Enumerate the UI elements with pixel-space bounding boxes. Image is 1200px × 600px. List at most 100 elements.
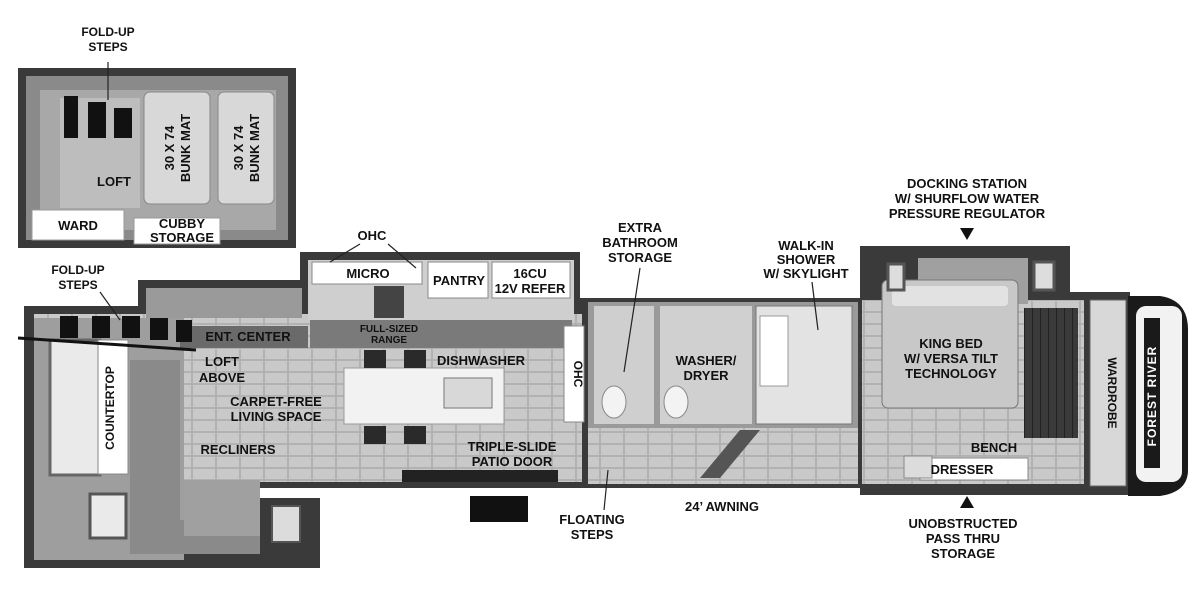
fold-up-steps-top-label: FOLD-UP STEPS: [81, 25, 134, 54]
loft-above-label: LOFT ABOVE: [199, 354, 246, 385]
fold-up-step: [88, 102, 106, 138]
wardrobe-label: WARDROBE: [1105, 357, 1119, 428]
island-sink: [443, 377, 493, 409]
svg-text:STEPS: STEPS: [88, 40, 127, 54]
svg-text:PATIO DOOR: PATIO DOOR: [472, 454, 553, 469]
side-ohc-cabinet: [563, 325, 585, 423]
fold-up-step: [176, 320, 192, 342]
coach-body: [17, 62, 1188, 568]
fold-up-steps-left-label: FOLD-UP STEPS: [51, 263, 104, 292]
svg-text:CARPET-FREE: CARPET-FREE: [230, 394, 322, 409]
range: [374, 286, 404, 318]
bunk-mat-1: [143, 91, 211, 205]
refer-label: 16CU 12V REFER: [495, 266, 566, 296]
ohc-side-label: OHC: [571, 361, 585, 388]
loft-label: LOFT: [97, 174, 131, 189]
svg-text:RANGE: RANGE: [371, 335, 407, 346]
svg-text:WALK-IN: WALK-IN: [778, 238, 834, 253]
entertainment-center: [180, 326, 308, 348]
king-bed-label: KING BED W/ VERSA TILT TECHNOLOGY: [904, 336, 998, 381]
stool: [404, 426, 426, 444]
micro-label: MICRO: [346, 266, 389, 281]
triple-slide-label: TRIPLE-SLIDE PATIO DOOR: [468, 439, 557, 469]
svg-text:UNOBSTRUCTED: UNOBSTRUCTED: [908, 516, 1017, 531]
ward-cabinet: [31, 209, 125, 241]
fold-up-step: [122, 316, 140, 338]
svg-text:STORAGE: STORAGE: [150, 230, 214, 245]
pass-thru-arrow: [960, 496, 974, 508]
countertop-label: COUNTERTOP: [103, 366, 117, 450]
carpet-free-label: CARPET-FREE LIVING SPACE: [230, 394, 322, 424]
pantry-label: PANTRY: [433, 273, 485, 288]
docking-station-label: DOCKING STATION W/ SHURFLOW WATER PRESSU…: [889, 176, 1046, 221]
patio-door: [402, 470, 558, 482]
countertop: [97, 339, 129, 475]
forest-river-brand: FOREST RIVER: [1145, 346, 1159, 447]
svg-text:W/ VERSA TILT: W/ VERSA TILT: [904, 351, 998, 366]
pass-thru-storage-label: UNOBSTRUCTED PASS THRU STORAGE: [908, 516, 1017, 561]
loft-inset: [18, 68, 296, 248]
svg-text:12V REFER: 12V REFER: [495, 281, 566, 296]
svg-text:DRYER: DRYER: [683, 368, 729, 383]
toilet: [601, 385, 627, 419]
kitchen-counter: [310, 320, 572, 348]
stool: [364, 426, 386, 444]
awning-label: 24’ AWNING: [685, 499, 759, 514]
svg-text:STORAGE: STORAGE: [931, 546, 995, 561]
extra-bathroom-storage-label: EXTRA BATHROOM STORAGE: [602, 220, 678, 265]
ohc-top-label: OHC: [358, 228, 388, 243]
bedroom-window: [1032, 260, 1056, 292]
docking-station-arrow: [960, 228, 974, 240]
floating-steps-label: FLOATING STEPS: [559, 512, 624, 542]
svg-text:30 X 74: 30 X 74: [231, 125, 246, 171]
fold-up-step: [114, 108, 132, 138]
svg-text:TRIPLE-SLIDE: TRIPLE-SLIDE: [468, 439, 557, 454]
svg-text:DOCKING STATION: DOCKING STATION: [907, 176, 1027, 191]
fold-up-step: [92, 316, 110, 338]
dresser-label: DRESSER: [931, 462, 994, 477]
bunk-mat-2-label: 30 X 74 BUNK MAT: [231, 114, 262, 182]
bunk-mat-1-label: 30 X 74 BUNK MAT: [162, 114, 193, 182]
svg-text:KING BED: KING BED: [919, 336, 983, 351]
svg-text:SHOWER: SHOWER: [777, 252, 836, 267]
bench-seat: [903, 455, 933, 479]
king-bed: [881, 279, 1019, 409]
svg-text:STEPS: STEPS: [58, 278, 97, 292]
svg-text:FOLD-UP: FOLD-UP: [51, 263, 104, 277]
cubby-storage-box: [133, 217, 221, 245]
toilet-2: [663, 385, 689, 419]
bed-pillows: [892, 286, 1008, 306]
svg-text:TECHNOLOGY: TECHNOLOGY: [905, 366, 997, 381]
svg-text:LIVING SPACE: LIVING SPACE: [231, 409, 322, 424]
ent-center-label: ENT. CENTER: [205, 329, 291, 344]
svg-text:WASHER/: WASHER/: [676, 353, 737, 368]
cubby-storage-label: CUBBY STORAGE: [150, 216, 214, 245]
exterior-step: [470, 496, 528, 522]
washer-dryer-label: WASHER/ DRYER: [676, 353, 737, 383]
bunk-mat-2: [217, 91, 275, 205]
svg-text:FOLD-UP: FOLD-UP: [81, 25, 134, 39]
svg-text:PRESSURE REGULATOR: PRESSURE REGULATOR: [889, 206, 1046, 221]
stool: [404, 350, 426, 368]
ward-label: WARD: [58, 218, 98, 233]
svg-text:LOFT: LOFT: [205, 354, 239, 369]
svg-text:30 X 74: 30 X 74: [162, 125, 177, 171]
front-cap-stripe: [1144, 318, 1160, 468]
fold-up-step: [64, 96, 78, 138]
svg-text:STORAGE: STORAGE: [608, 250, 672, 265]
bedroom-window: [886, 262, 906, 292]
svg-text:CUBBY: CUBBY: [159, 216, 206, 231]
recliners-label: RECLINERS: [200, 442, 275, 457]
svg-text:16CU: 16CU: [513, 266, 546, 281]
svg-text:STEPS: STEPS: [571, 527, 614, 542]
bench-label: BENCH: [971, 440, 1017, 455]
fold-up-step: [60, 316, 78, 338]
svg-text:BATHROOM: BATHROOM: [602, 235, 678, 250]
svg-text:EXTRA: EXTRA: [618, 220, 663, 235]
full-sized-range-label: FULL-SIZED RANGE: [360, 324, 418, 346]
fold-up-step: [150, 318, 168, 340]
svg-text:ABOVE: ABOVE: [199, 370, 246, 385]
svg-text:BUNK MAT: BUNK MAT: [247, 114, 262, 182]
pantry-cabinet: [427, 261, 489, 299]
closet-doors: [1024, 308, 1078, 438]
